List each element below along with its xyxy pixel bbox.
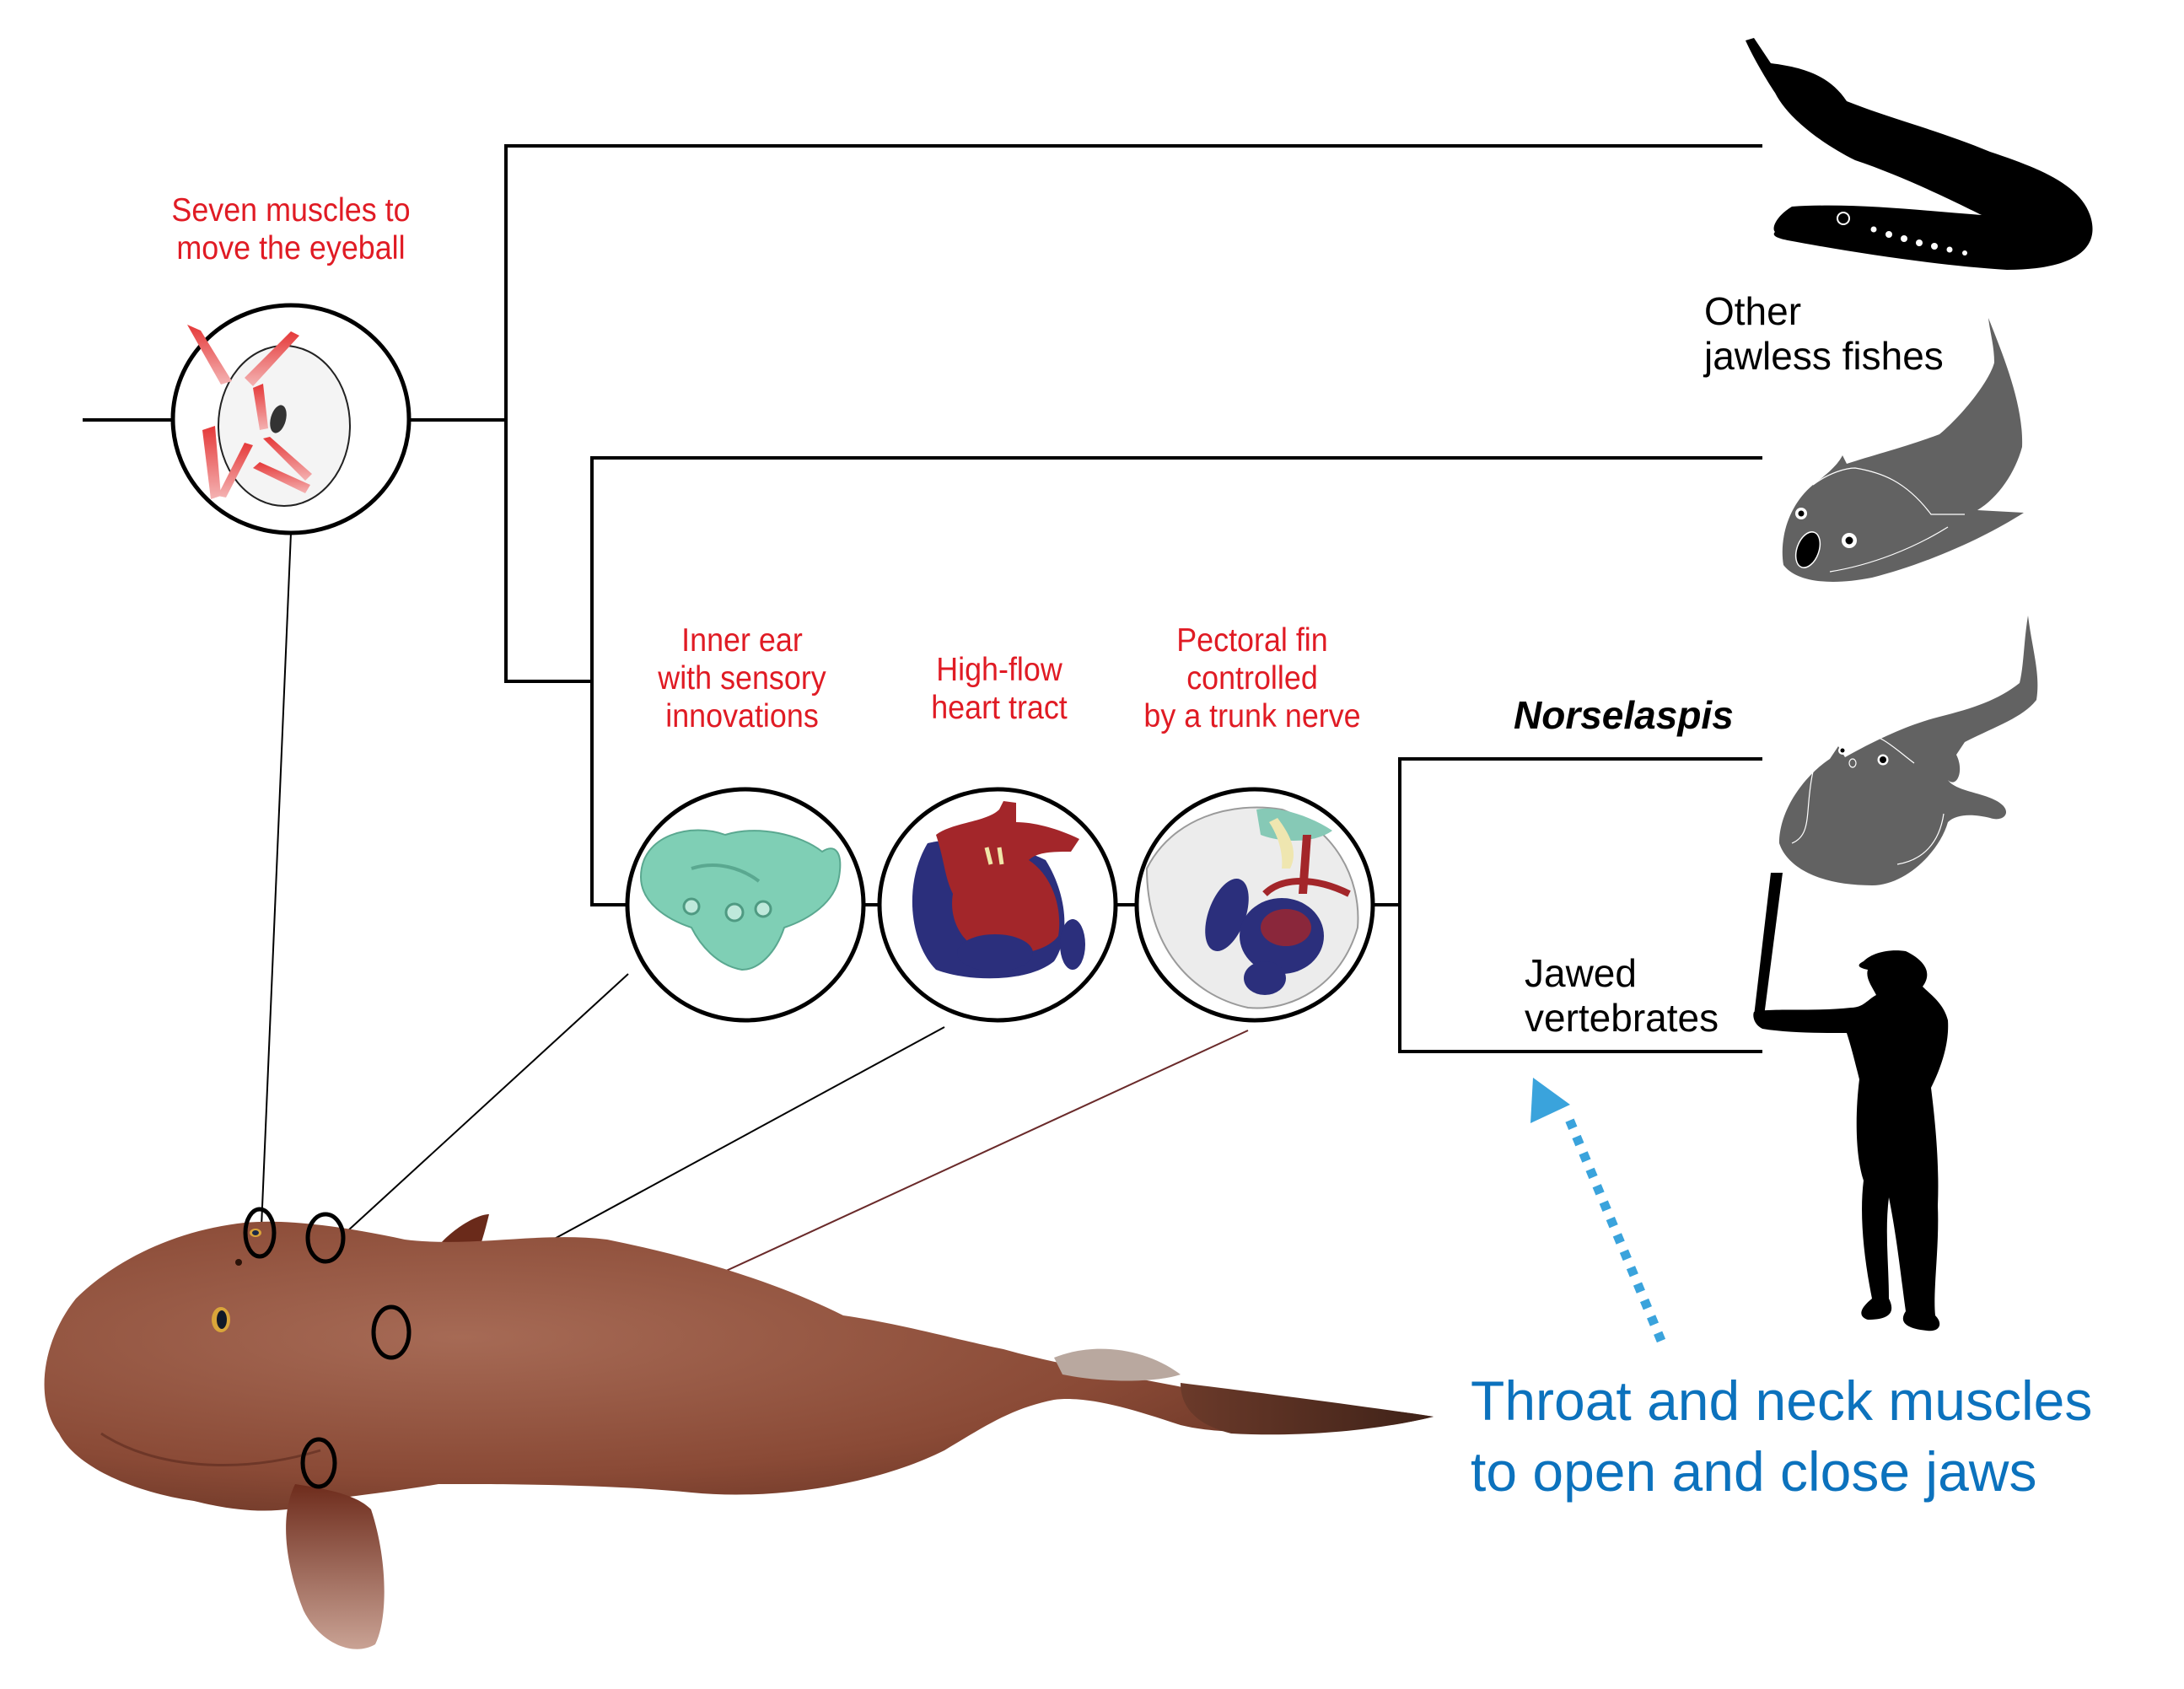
connector-ear [347, 973, 629, 1232]
location-markers [243, 1207, 412, 1489]
pupil-icon [270, 405, 287, 433]
reconstruction-body [44, 1221, 1434, 1511]
marker-fin [300, 1437, 337, 1489]
jawless-fish-silhouette-icon [1782, 318, 2024, 582]
eye-muscles-circle [170, 303, 412, 535]
marker-eye [243, 1207, 277, 1259]
baseball-batter-silhouette-icon [1753, 873, 1949, 1331]
eye-muscle-icons [187, 325, 312, 499]
connector-eye [261, 532, 292, 1228]
reconstruction-pelvic-fin [1054, 1348, 1181, 1381]
trait-label-inner-ear: Inner ear with sensory innovations [658, 622, 826, 734]
taxon-label-norselaspis: Norselaspis [1514, 693, 1734, 737]
reconstruction-pectoral-fin [286, 1484, 385, 1649]
dotted-arrow-icon [1530, 1078, 1666, 1343]
pectoral-fin-circle [1134, 787, 1375, 1023]
baseball-bat-icon [1754, 873, 1783, 1016]
marker-ear [305, 1212, 346, 1264]
inner-ear-model-icon [639, 829, 842, 971]
marker-heart [371, 1304, 412, 1360]
tree-lines [83, 144, 1762, 1053]
norselaspis-reconstruction-icon [44, 1207, 1434, 1649]
lamprey-silhouette-icon [1746, 38, 2093, 270]
heart-circle [877, 787, 1118, 1023]
annotation-jaw-muscles: Throat and neck muscles to open and clos… [1471, 1369, 2093, 1503]
norselaspis-silhouette-icon [1779, 616, 2038, 885]
taxon-label-jawed-vertebrates: Jawed vertebrates [1525, 951, 1719, 1040]
taxon-label-other-jawless: Other jawless fishes [1704, 289, 1944, 378]
trait-label-eye-muscles: Seven muscles to move the eyeball [171, 192, 411, 266]
trait-label-heart: High-flow heart tract [931, 652, 1068, 726]
trait-label-pectoral-fin: Pectoral fin controlled by a trunk nerve [1143, 622, 1361, 734]
inner-ear-circle [625, 787, 866, 1023]
reconstruction-tail [1181, 1383, 1434, 1435]
heart-red-model-icon [936, 801, 1079, 955]
